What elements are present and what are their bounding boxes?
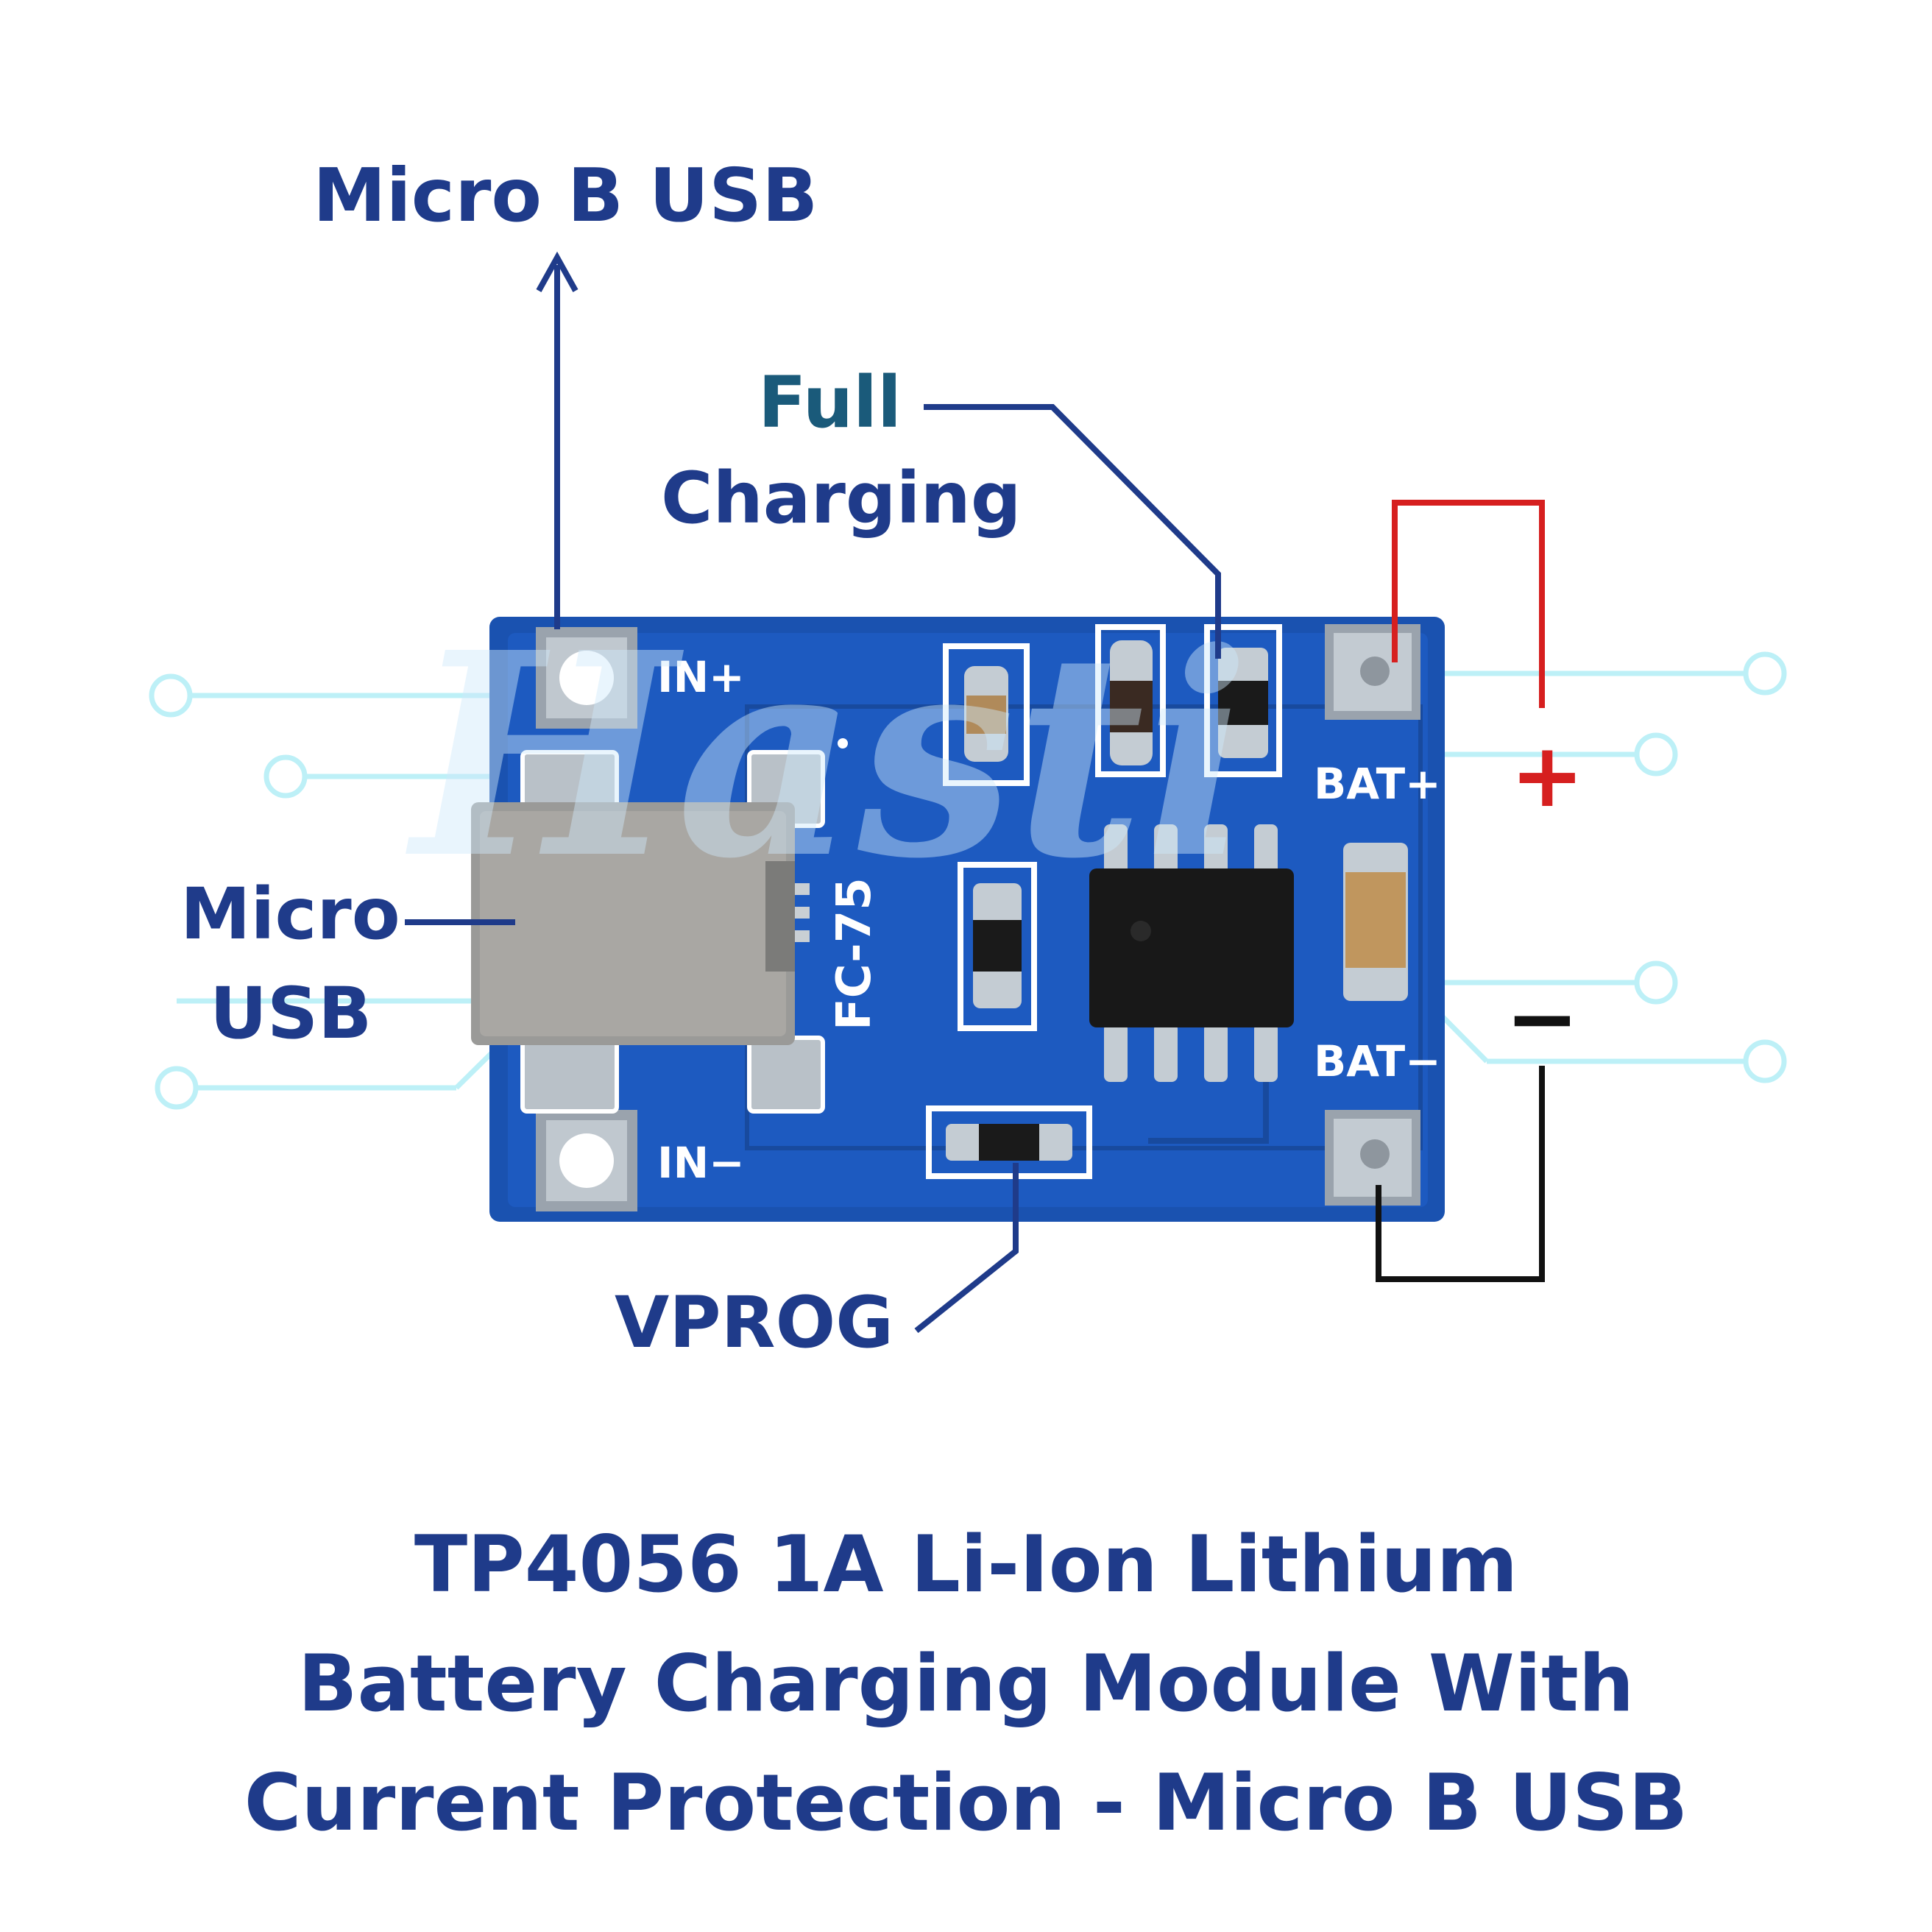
silk-in-minus: IN−: [657, 1138, 745, 1188]
smd-led-2: [1095, 624, 1166, 777]
smd-capacitor-right: [1343, 843, 1408, 1001]
label-vprog: VPROG: [615, 1281, 894, 1364]
usb-connector: [471, 750, 825, 1114]
pad-in-minus: [536, 1110, 637, 1211]
leader-vprog: [914, 1163, 1019, 1334]
pad-in-plus: [536, 627, 637, 729]
label-micro: Micro: [180, 873, 400, 955]
label-full: Full: [758, 361, 902, 444]
wire-positive: [1392, 500, 1545, 708]
label-plus: +: [1510, 725, 1585, 827]
label-minus: −: [1505, 968, 1579, 1070]
silk-in-plus: IN+: [657, 652, 745, 702]
smd-led-1: [943, 643, 1030, 786]
label-usb: USB: [210, 972, 372, 1055]
title-line-3: Current Protection - Micro B USB: [244, 1758, 1688, 1848]
smd-resistor-vprog: [926, 1105, 1092, 1179]
decorative-lines: [149, 651, 1787, 1110]
wire-negative: [1376, 1066, 1545, 1282]
silk-bat-plus: BAT+: [1314, 759, 1441, 809]
smd-resistor-mid: [958, 862, 1037, 1031]
label-charging: Charging: [661, 457, 1022, 539]
title-line-2: Battery Charging Module With: [297, 1638, 1635, 1729]
arrow-up-icon: [536, 251, 578, 292]
leader-lines: [405, 251, 1221, 1334]
watermark: Hasti: [403, 591, 1250, 920]
module-title: TP4056 1A Li-Ion Lithium Battery Chargin…: [0, 1505, 1932, 1863]
leader-full-charging: [924, 404, 1221, 659]
pad-bat-minus: [1325, 1110, 1420, 1206]
pad-bat-plus: [1325, 624, 1420, 720]
smd-resistor-top: [1204, 624, 1282, 777]
silk-bat-minus: BAT−: [1314, 1036, 1441, 1086]
tp4056-chip: [1089, 824, 1294, 1082]
silk-marking: FC-75: [827, 877, 882, 1030]
label-micro-b-usb: Micro B USB: [313, 152, 818, 238]
title-line-1: TP4056 1A Li-Ion Lithium: [414, 1519, 1518, 1610]
